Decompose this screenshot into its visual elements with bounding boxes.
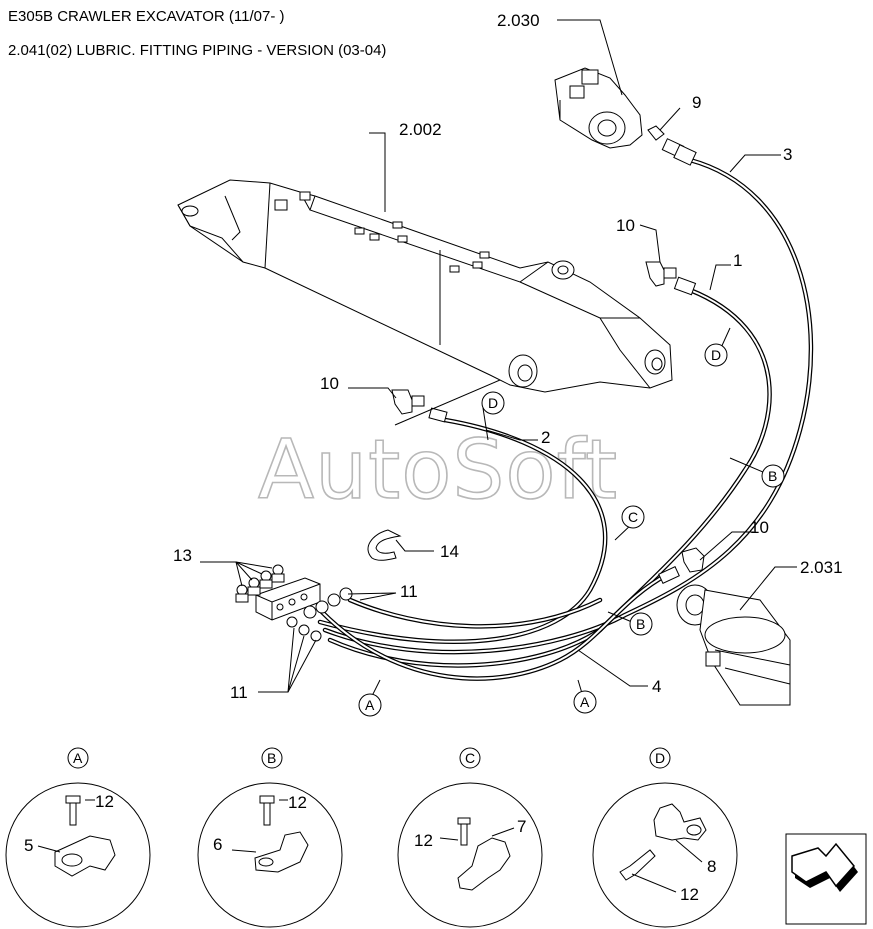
next-page-arrow-icon[interactable] [785,833,867,925]
callout-10-middle: 10 [320,374,339,393]
callout-2-030: 2.030 [497,11,540,30]
hose-clip [367,529,402,561]
callout-11-left: 11 [230,683,248,702]
svg-text:B: B [768,468,777,484]
fittings [391,125,705,584]
callout-13: 13 [173,546,192,565]
detail-b-letter: B [267,750,276,766]
detail-a: A 12 5 [5,747,151,928]
drawing-subtitle: 2.041(02) LUBRIC. FITTING PIPING - VERSI… [8,42,387,59]
section-mark-a-right: A [573,690,597,714]
detail-d-letter: D [655,750,665,766]
callout-labels: 2.030 2.002 9 3 10 1 10 2 10 2.031 13 14… [173,11,843,702]
dipper-arm [177,179,673,393]
detail-b-clamp-callout: 6 [213,835,222,854]
callout-11-right: 11 [400,582,418,601]
detail-d: D 8 12 [592,747,738,928]
section-mark-b-upper: B [761,464,785,488]
drawing-title: E305B CRAWLER EXCAVATOR (11/07- ) [8,8,285,25]
section-mark-c: C [621,505,645,529]
svg-text:B: B [636,616,645,632]
callout-2-031: 2.031 [800,558,843,577]
callout-10-upper: 10 [616,216,635,235]
detail-c-clamp-callout: 7 [517,817,526,836]
detail-c: C 12 7 [397,747,543,928]
detail-d-bolt-callout: 12 [680,885,699,904]
svg-text:D: D [488,395,498,411]
section-mark-a-left: A [358,693,382,717]
section-mark-b-lower: B [629,612,653,636]
grease-block [235,564,353,642]
detail-a-bolt-callout: 12 [95,792,114,811]
callout-3: 3 [783,145,792,164]
detail-a-letter: A [73,750,83,766]
callout-1: 1 [733,251,742,270]
detail-b: B 12 6 [197,747,343,928]
boom-cylinder-rod-end [554,67,643,149]
callout-2: 2 [541,428,550,447]
callout-9: 9 [692,93,701,112]
watermark: AutoSoft [258,423,618,518]
detail-a-clamp-callout: 5 [24,836,33,855]
hose-lines [317,157,814,681]
bucket-cylinder-end [676,584,791,706]
detail-b-bolt-callout: 12 [288,793,307,812]
section-mark-d-middle: D [481,391,505,415]
callout-4: 4 [652,677,661,696]
section-mark-d-upper: D [704,343,728,367]
detail-c-letter: C [465,750,475,766]
section-marks: D D B C B A A [358,343,785,717]
callout-10-lower: 10 [750,518,769,537]
detail-d-clamp-callout: 8 [707,857,716,876]
callout-2-002: 2.002 [399,120,442,139]
svg-text:A: A [580,694,590,710]
svg-text:D: D [711,347,721,363]
callout-14: 14 [440,542,459,561]
svg-text:A: A [365,697,375,713]
detail-c-bolt-callout: 12 [414,831,433,850]
svg-text:C: C [628,509,638,525]
